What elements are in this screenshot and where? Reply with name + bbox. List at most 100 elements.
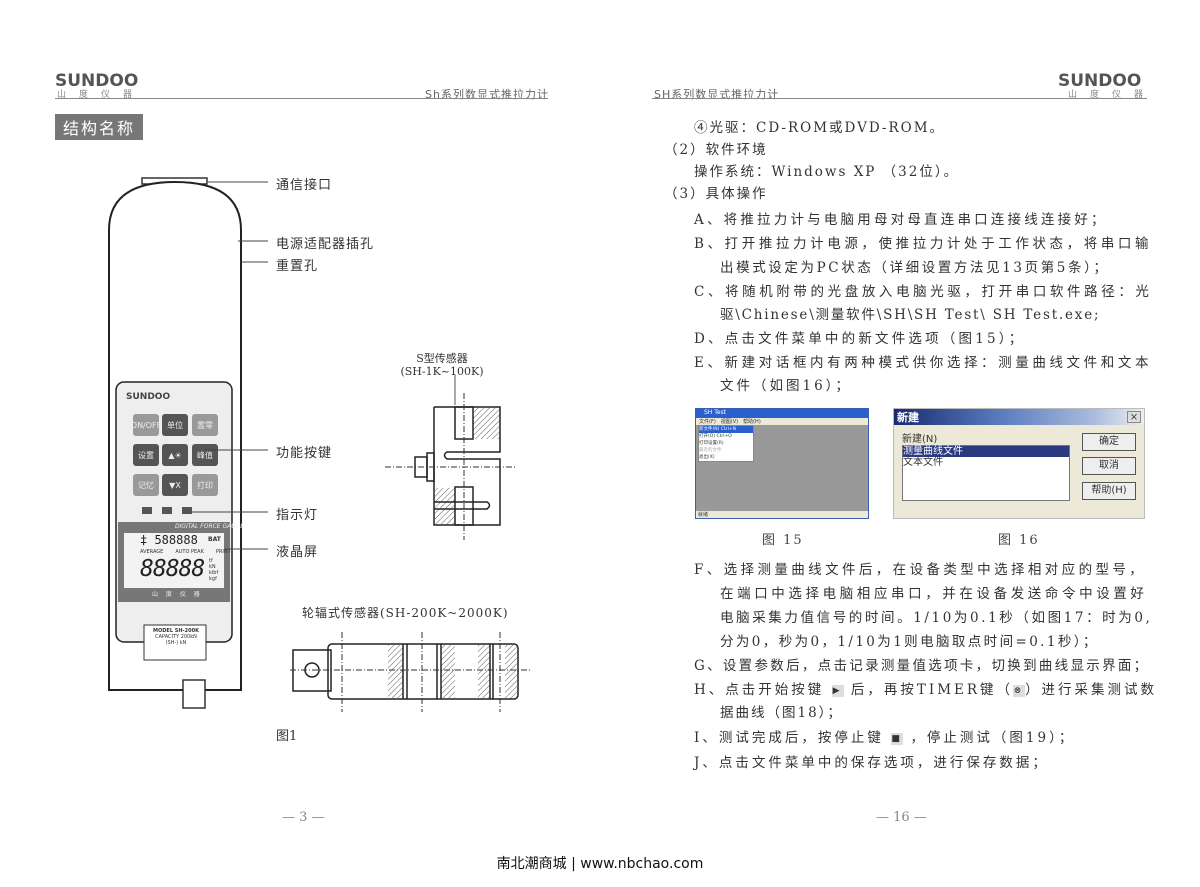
text-line: 在端口中选择电脑相应串口，并在设备发送命令中设置好 — [720, 586, 1148, 602]
fig16-option-text: 文本文件 — [903, 457, 943, 468]
figure-16-caption: 图 16 — [998, 533, 1040, 548]
text-h-part1: H、点击开始按键 — [694, 682, 825, 698]
text-line: E、新建对话框内有两种模式供你选择：测量曲线文件和文本 — [694, 355, 1153, 371]
text-line: 操作系统：Windows XP （32位）。 — [694, 164, 960, 180]
device-indicator-lights — [142, 507, 202, 514]
wheel-sensor-label: 轮辐式传感器(SH-200K~2000K) — [302, 606, 509, 620]
text-line: 电脑采集力值信号的时间。1/10为0.1秒（如图17：时为0, — [720, 610, 1153, 626]
fig15-item-exit: 退出(X) — [699, 455, 715, 460]
text-line: 出模式设定为PC状态（详细设置方法见13页第5条）； — [720, 260, 1110, 276]
page-number-right: — 16 — — [876, 810, 927, 825]
lcd-battery: BAT — [208, 536, 221, 543]
fig16-listbox: 测量曲线文件 文本文件 — [902, 445, 1070, 501]
unit-kn: kN — [209, 564, 216, 570]
unit-klbf: klbf — [209, 570, 219, 576]
text-line: D、点击文件菜单中的新文件选项（图15）； — [694, 331, 1026, 347]
device-onoff-button: ON/OFF — [131, 414, 161, 436]
unit-tf: tf — [209, 558, 213, 564]
text-line: C、将随机附带的光盘放入电脑光驱，打开串口软件路径：光 — [694, 284, 1153, 300]
fig15-menu-file: 文件(F) — [699, 419, 716, 425]
fig15-statusbar: 就绪 — [696, 511, 868, 518]
page-number-left: — 3 — — [282, 810, 325, 825]
stop-icon: ■ — [891, 732, 904, 745]
lcd-mode-print: PRINT — [215, 549, 231, 555]
s-sensor-name: S型传感器 — [416, 352, 468, 365]
lcd-modes: AVERAGE AUTO PEAK PRINT — [140, 549, 231, 555]
callout-comm-port: 通信接口 — [276, 178, 333, 193]
text-line: A、将推拉力计与电脑用母对母直连串口连接线连接好； — [694, 212, 1108, 228]
s-sensor-drawing — [385, 375, 515, 540]
fig15-item-new: 新文件(N) Ctrl+N — [699, 426, 753, 433]
fig15-item-print-setup: 打印设置(R) — [699, 441, 724, 446]
text-h-part3: ）进行采集测试数 — [1025, 682, 1158, 698]
text-line-i: I、测试完成后，按停止键 ■ ，停止测试（图19）； — [694, 726, 1075, 746]
device-set-button: 设置 — [133, 444, 159, 466]
text-i-part1: I、测试完成后，按停止键 — [694, 730, 884, 746]
close-icon: × — [1127, 411, 1141, 423]
timer-icon: ⊗ — [1013, 684, 1026, 697]
brand-sub: 山度仪器 — [57, 90, 146, 100]
header-rule-right — [652, 98, 1147, 99]
fig16-ok-button: 确定 — [1082, 433, 1136, 451]
callout-leaders — [190, 181, 268, 550]
model-sub: (SH-) kN — [165, 640, 187, 646]
device-print-button: 打印 — [192, 474, 218, 496]
text-line: ④光驱：CD-ROM或DVD-ROM。 — [694, 120, 946, 136]
device-down-button: ▼X — [162, 474, 188, 496]
text-line: （2）软件环境 — [664, 142, 768, 158]
model-name: MODEL SH-200K — [153, 628, 199, 634]
lcd-mode-autopeak: AUTO PEAK — [175, 549, 204, 555]
device-up-button: ▲☀ — [162, 444, 188, 466]
text-line: 文件（如图16）； — [720, 378, 852, 394]
brand-logo: SUNDOO — [55, 71, 139, 91]
device-zero-button: 置零 — [192, 414, 218, 436]
fig15-menu-view: 视图(V) — [720, 419, 739, 425]
text-line: G、设置参数后，点击记录测量值选项卡，切换到曲线显示界面； — [694, 658, 1150, 674]
s-sensor-label: S型传感器(SH-1K~100K) — [397, 352, 487, 378]
callout-reset-hole: 重置孔 — [276, 259, 319, 274]
header-rule — [55, 98, 548, 99]
callout-lcd: 液晶屏 — [276, 545, 319, 560]
device-unit-button: 单位 — [162, 414, 188, 436]
text-line: J、点击文件菜单中的保存选项，进行保存数据； — [694, 755, 1049, 771]
figure-15-caption: 图 15 — [762, 533, 804, 548]
model-capacity: CAPACITY 200kN — [155, 634, 197, 640]
site-footer: 南北潮商城 | www.nbchao.com — [496, 856, 704, 872]
page-header: Sh系列数显式推拉力计 — [425, 88, 549, 101]
text-h-part2: 后，再按TIMER键（ — [850, 682, 1014, 698]
fig15-menubar: 文件(F)视图(V)帮助(H) — [696, 418, 868, 425]
lcd-mode-average: AVERAGE — [140, 549, 164, 555]
text-line: 分为0，秒为0，1/10为1则电脑取点时间=0.1秒）； — [720, 634, 1099, 650]
fig15-file-menu: 新文件(N) Ctrl+N 打开(O) Ctrl+O 打印设置(R) 最近的文件… — [698, 425, 754, 462]
callout-indicator: 指示灯 — [276, 508, 319, 523]
s-sensor-range: (SH-1K~100K) — [400, 365, 484, 378]
text-i-part2: ，停止测试（图19）； — [910, 730, 1076, 746]
fig16-cancel-button: 取消 — [1082, 457, 1136, 475]
fig16-option-curve: 测量曲线文件 — [903, 446, 1069, 457]
figure-1-caption: 图1 — [276, 729, 298, 744]
text-line: 驱\Chinese\测量软件\SH\SH Test\ SH Test.exe; — [720, 307, 1101, 323]
unit-kgf: kgf — [209, 576, 217, 582]
wheel-sensor-drawing — [290, 632, 530, 712]
text-line: 据曲线（图18）； — [720, 705, 843, 721]
fig15-item-recent: 最近的文件 — [699, 448, 722, 453]
brand-sub-right: 山度仪器 — [1068, 90, 1157, 100]
device-memory-button: 记忆 — [133, 474, 159, 496]
lcd-top-digits: ‡ 588888 — [140, 533, 198, 547]
device-brand: SUNDOO — [126, 392, 171, 402]
fig16-titlebar: 新建 — [894, 409, 1144, 425]
play-icon: ▶ — [831, 684, 844, 697]
section-title: 结构名称 — [55, 114, 144, 140]
lcd-title: DIGITAL FORCE GAUGE — [175, 523, 245, 530]
fig16-help-button: 帮助(H) — [1082, 482, 1136, 500]
callout-function-keys: 功能按键 — [276, 446, 333, 461]
text-line-h: H、点击开始按键 ▶ 后，再按TIMER键（⊗）进行采集测试数 — [694, 678, 1157, 698]
lcd-footer: 山 度 仪 器 — [152, 591, 203, 598]
force-gauge-drawing — [108, 177, 242, 709]
text-line: F、选择测量曲线文件后，在设备类型中选择相对应的型号， — [694, 562, 1147, 578]
fig16-label: 新建(N) — [902, 434, 938, 445]
text-line: （3）具体操作 — [664, 186, 768, 202]
page-header-right: SH系列数显式推拉力计 — [654, 88, 780, 101]
